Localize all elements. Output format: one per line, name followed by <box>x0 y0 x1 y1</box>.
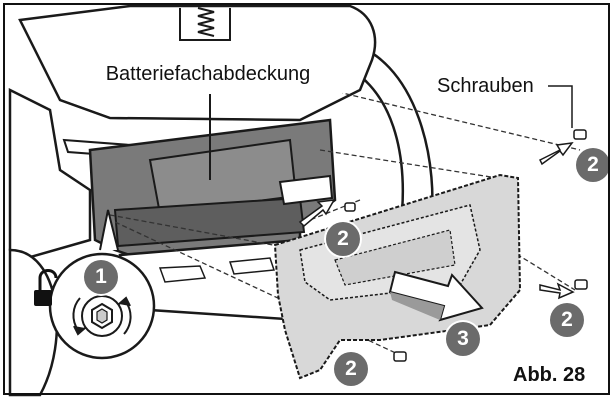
step-badge-screws: 2 <box>550 303 584 337</box>
seat-bracket <box>179 8 231 41</box>
hex-knob-icon <box>81 295 123 337</box>
direction-arrow-icon <box>298 142 575 300</box>
figure-border <box>3 3 610 395</box>
lower-chassis-detail <box>158 257 276 283</box>
step-badge-remove-cover: 3 <box>446 322 480 356</box>
mower-body-edge <box>59 89 361 122</box>
step-badge-unlock: 1 <box>84 260 118 294</box>
step-badge-screws: 2 <box>326 222 360 256</box>
padlock-open-icon <box>34 269 58 306</box>
spring <box>197 7 215 37</box>
screw <box>344 129 588 362</box>
callout-pointer <box>99 209 119 251</box>
screw-guide-lines <box>109 89 581 356</box>
cover-plate-inner <box>334 229 456 286</box>
step-badge-screws: 2 <box>334 352 368 386</box>
compartment-slot <box>278 174 334 206</box>
rotate-arrows-icon <box>72 296 132 336</box>
figure-number: Abb. 28 <box>513 364 586 386</box>
step-badge-screws: 2 <box>576 148 610 182</box>
direction-arrow-shadow <box>390 292 444 320</box>
battery-cover-label: Batteriefachabdeckung <box>72 54 344 94</box>
screws-label: Schrauben <box>437 75 534 97</box>
compartment-rib-2 <box>113 196 306 248</box>
